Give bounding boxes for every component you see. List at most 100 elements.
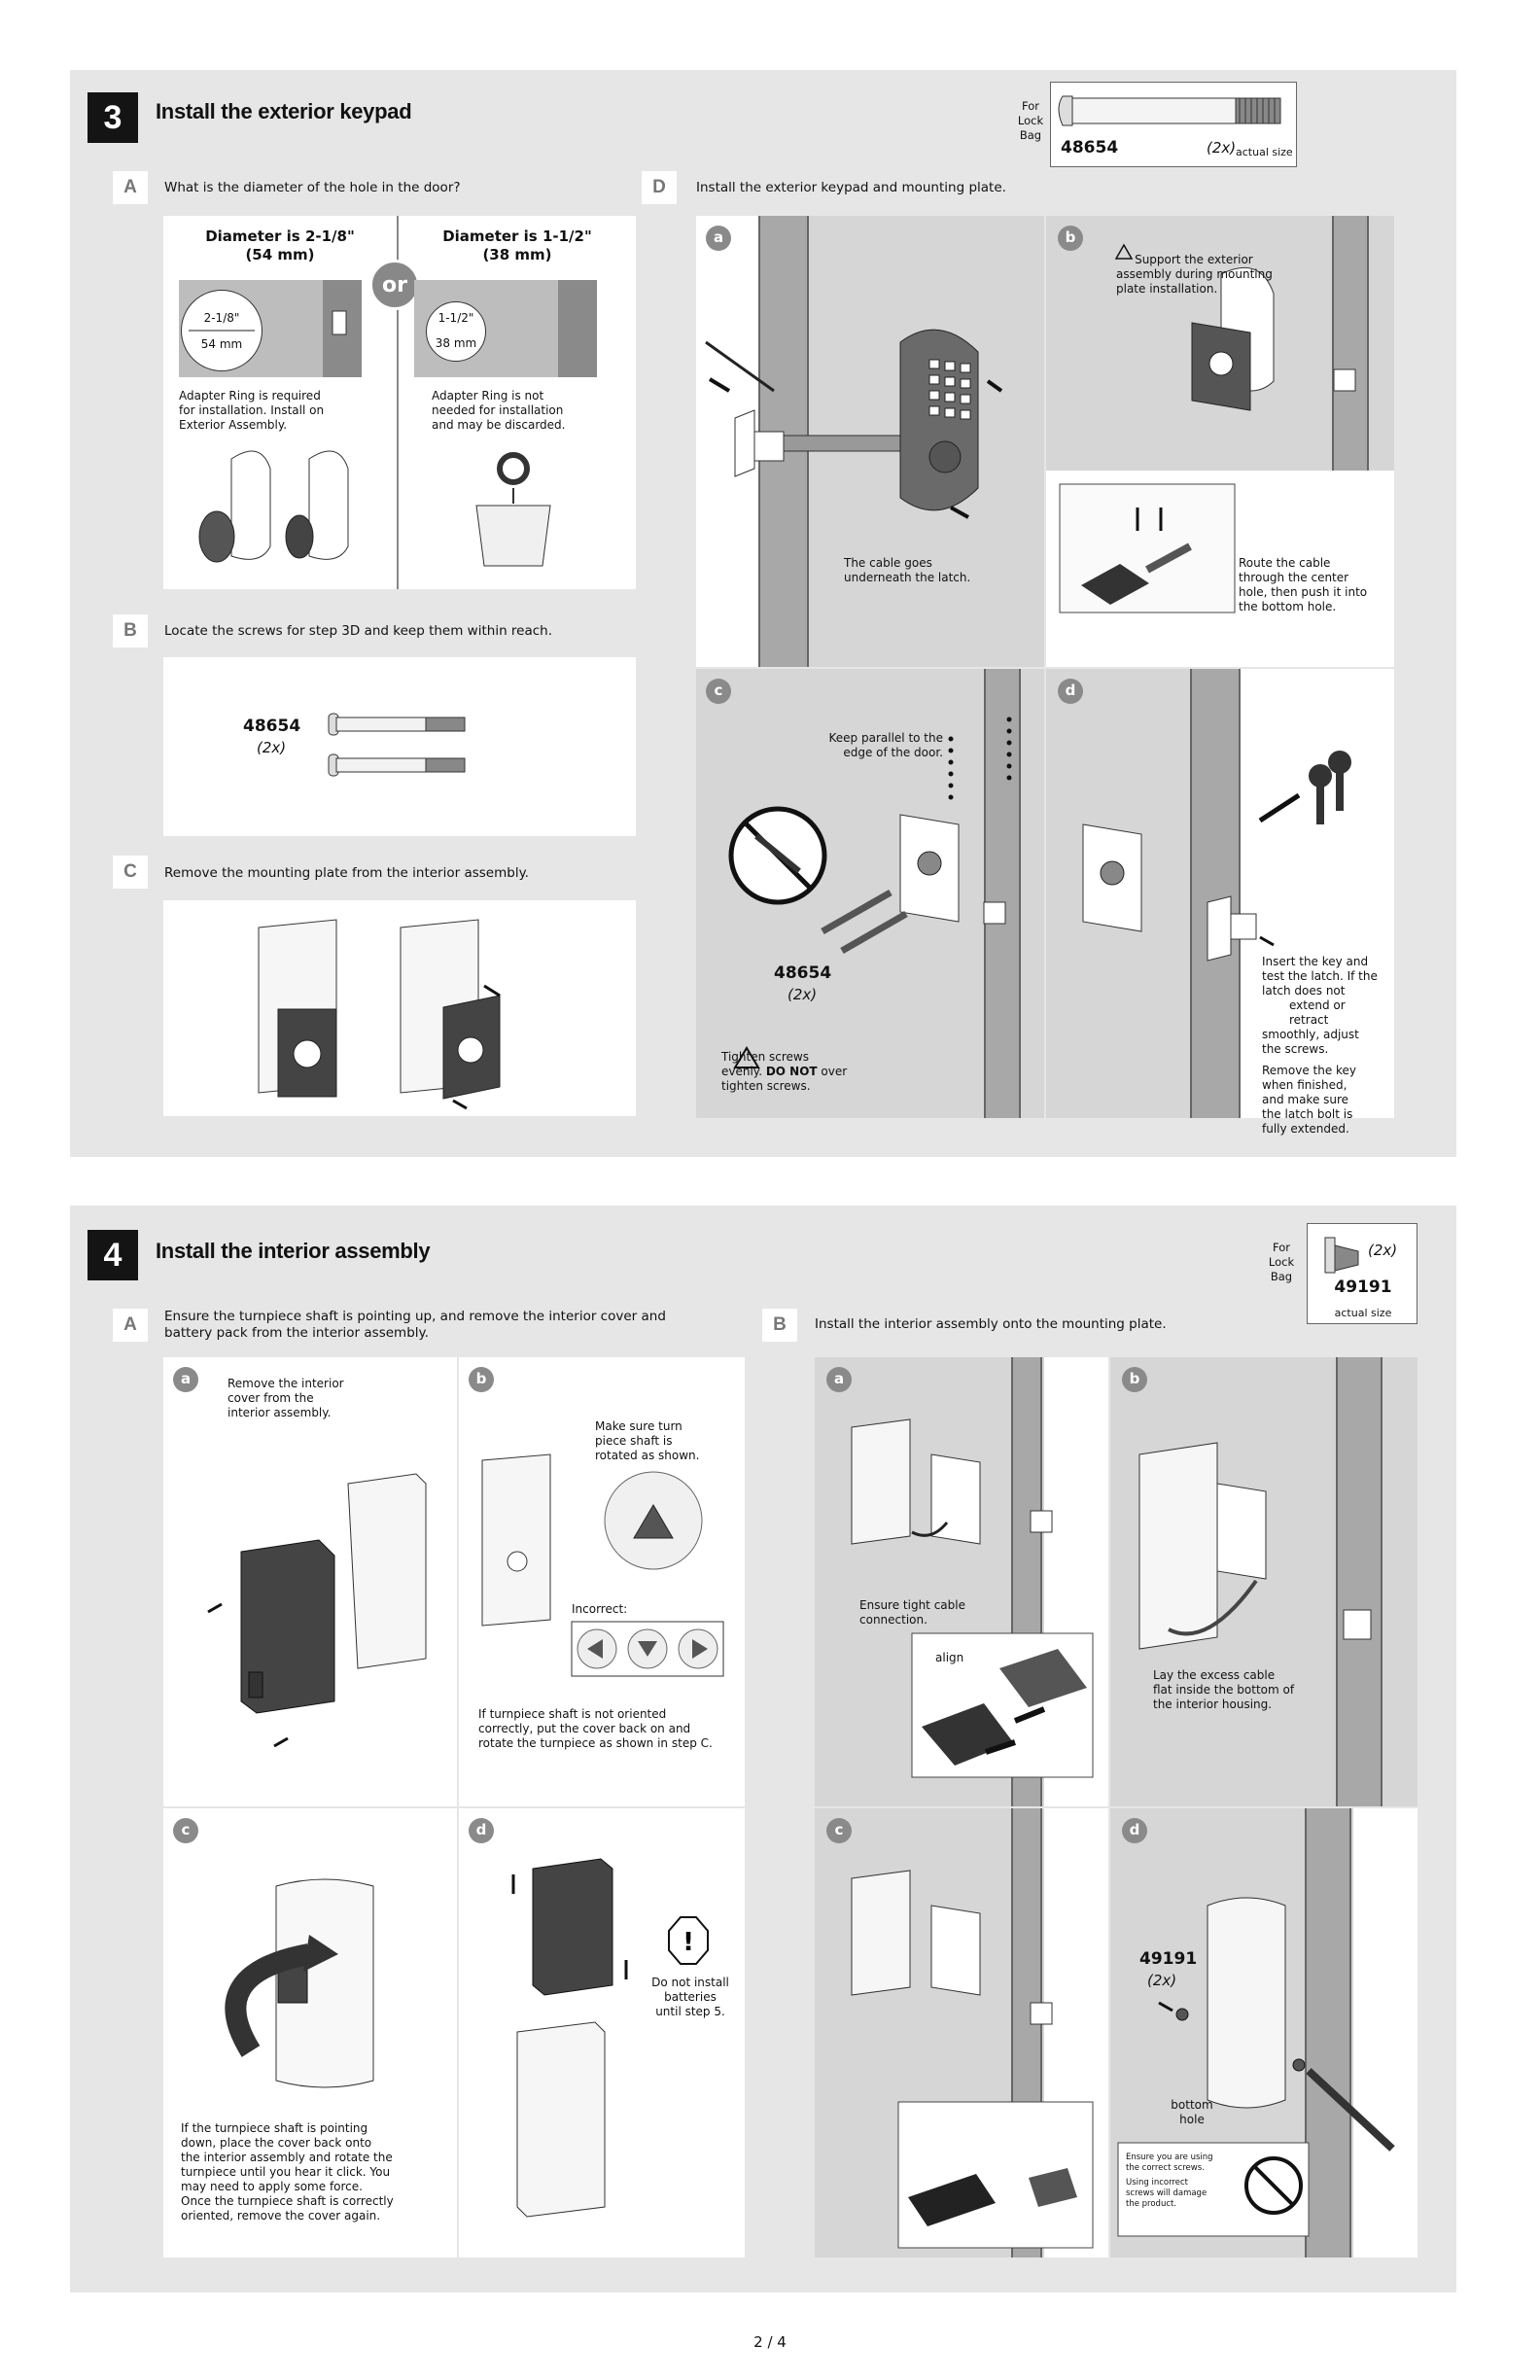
screw-box: 48654 (2x) actual size: [1050, 82, 1297, 167]
screw-qty: (2x): [1368, 1242, 1398, 1259]
incorrect-label: Incorrect:: [572, 1602, 628, 1616]
key-test-illustration: [1082, 751, 1351, 962]
substep-letter: D: [642, 171, 677, 204]
step-label: a: [706, 226, 731, 251]
substep-letter: A: [113, 1309, 148, 1342]
actual-size-label: actual size: [1334, 1307, 1392, 1319]
connect-cable-illustration: [851, 1418, 1094, 1778]
hole-size-mm: 38 mm: [435, 336, 477, 350]
screw-box: (2x) 49191 actual size: [1307, 1223, 1418, 1324]
screw-part-number: 49191: [1139, 1949, 1198, 1969]
or-badge: or: [369, 260, 420, 310]
remove-key-note-line: fully extended.: [1262, 1122, 1349, 1136]
lay-cable-illustration: [1138, 1442, 1372, 1650]
step-label: b: [469, 1367, 494, 1392]
substep-text: Locate the screws for step 3D and keep t…: [164, 623, 553, 639]
step-label: b: [1058, 226, 1083, 251]
step-label: c: [706, 679, 731, 704]
step-label: d: [469, 1818, 494, 1843]
step-title: Install the exterior keypad: [156, 99, 412, 123]
interior-assembly-plate-illustration: [258, 919, 501, 1110]
screw-48654-icon: [1058, 95, 1281, 126]
screw-part-number: 48654: [243, 717, 301, 736]
hole-size-inch: 2-1/8": [203, 311, 240, 325]
support-assembly-illustration: [1059, 243, 1356, 613]
screw-49191-icon: [1324, 1237, 1359, 1274]
substep-letter: B: [762, 1309, 797, 1342]
align-label: align: [935, 1651, 964, 1664]
screw-mounting-illustration: [728, 717, 1012, 1068]
remove-key-note-line: and make sure: [1262, 1093, 1349, 1106]
install-screws-illustration: [1117, 1897, 1395, 2237]
substep-text: Remove the mounting plate from the inter…: [164, 865, 529, 881]
step-label: b: [1122, 1367, 1147, 1392]
screw-qty: (2x): [1207, 139, 1237, 157]
substep-text: Ensure the turnpiece shaft is pointing u…: [164, 1309, 666, 1341]
substep-text: Install the interior assembly onto the m…: [815, 1316, 1167, 1332]
step-label: c: [826, 1818, 852, 1843]
large-diameter-heading: Diameter is 2-1/8"(54 mm): [205, 228, 355, 263]
mount-interior-illustration: [851, 1870, 1094, 2249]
substep-letter: A: [113, 171, 148, 204]
step-label: d: [1058, 679, 1083, 704]
remove-cover-illustration: [207, 1473, 427, 1748]
door-edge-icon: [189, 310, 347, 335]
screw-qty: (2x): [788, 986, 818, 1003]
step-number: 4: [88, 1230, 138, 1280]
diameter-panel: Diameter is 2-1/8"(54 mm) Diameter is 1-…: [163, 216, 636, 589]
screw-qty: (2x): [257, 739, 287, 756]
locate-screws-panel: 48654 (2x): [163, 657, 636, 836]
rotate-turnpiece-illustration: [225, 1878, 374, 2088]
step-label: a: [173, 1367, 198, 1392]
page-number: 2 / 4: [753, 2333, 787, 2351]
step-label: a: [826, 1367, 852, 1392]
two-screws-icon: [328, 713, 466, 777]
small-diameter-heading: Diameter is 1-1/2"(38 mm): [442, 228, 592, 263]
hole-size-mm: 54 mm: [200, 337, 243, 351]
remove-key-note-line: the latch bolt is: [1262, 1107, 1353, 1121]
actual-size-label: actual size: [1236, 146, 1293, 158]
step-title: Install the interior assembly: [156, 1239, 431, 1263]
turnpiece-orientation-illustration: [481, 1453, 724, 1677]
step-label: d: [1122, 1818, 1147, 1843]
screw-part-number: 49191: [1334, 1278, 1392, 1297]
screw-part-number: 48654: [774, 963, 832, 983]
screw-qty: (2x): [1147, 1972, 1177, 1989]
substep-text: What is the diameter of the hole in the …: [164, 180, 461, 195]
adapter-ring-install-illustration: [198, 450, 551, 567]
substep-text: Install the exterior keypad and mounting…: [696, 180, 1006, 195]
mounting-plate-panel: [163, 900, 636, 1116]
step-label: c: [173, 1818, 198, 1843]
remove-battery-pack-illustration: !: [511, 1858, 709, 2218]
